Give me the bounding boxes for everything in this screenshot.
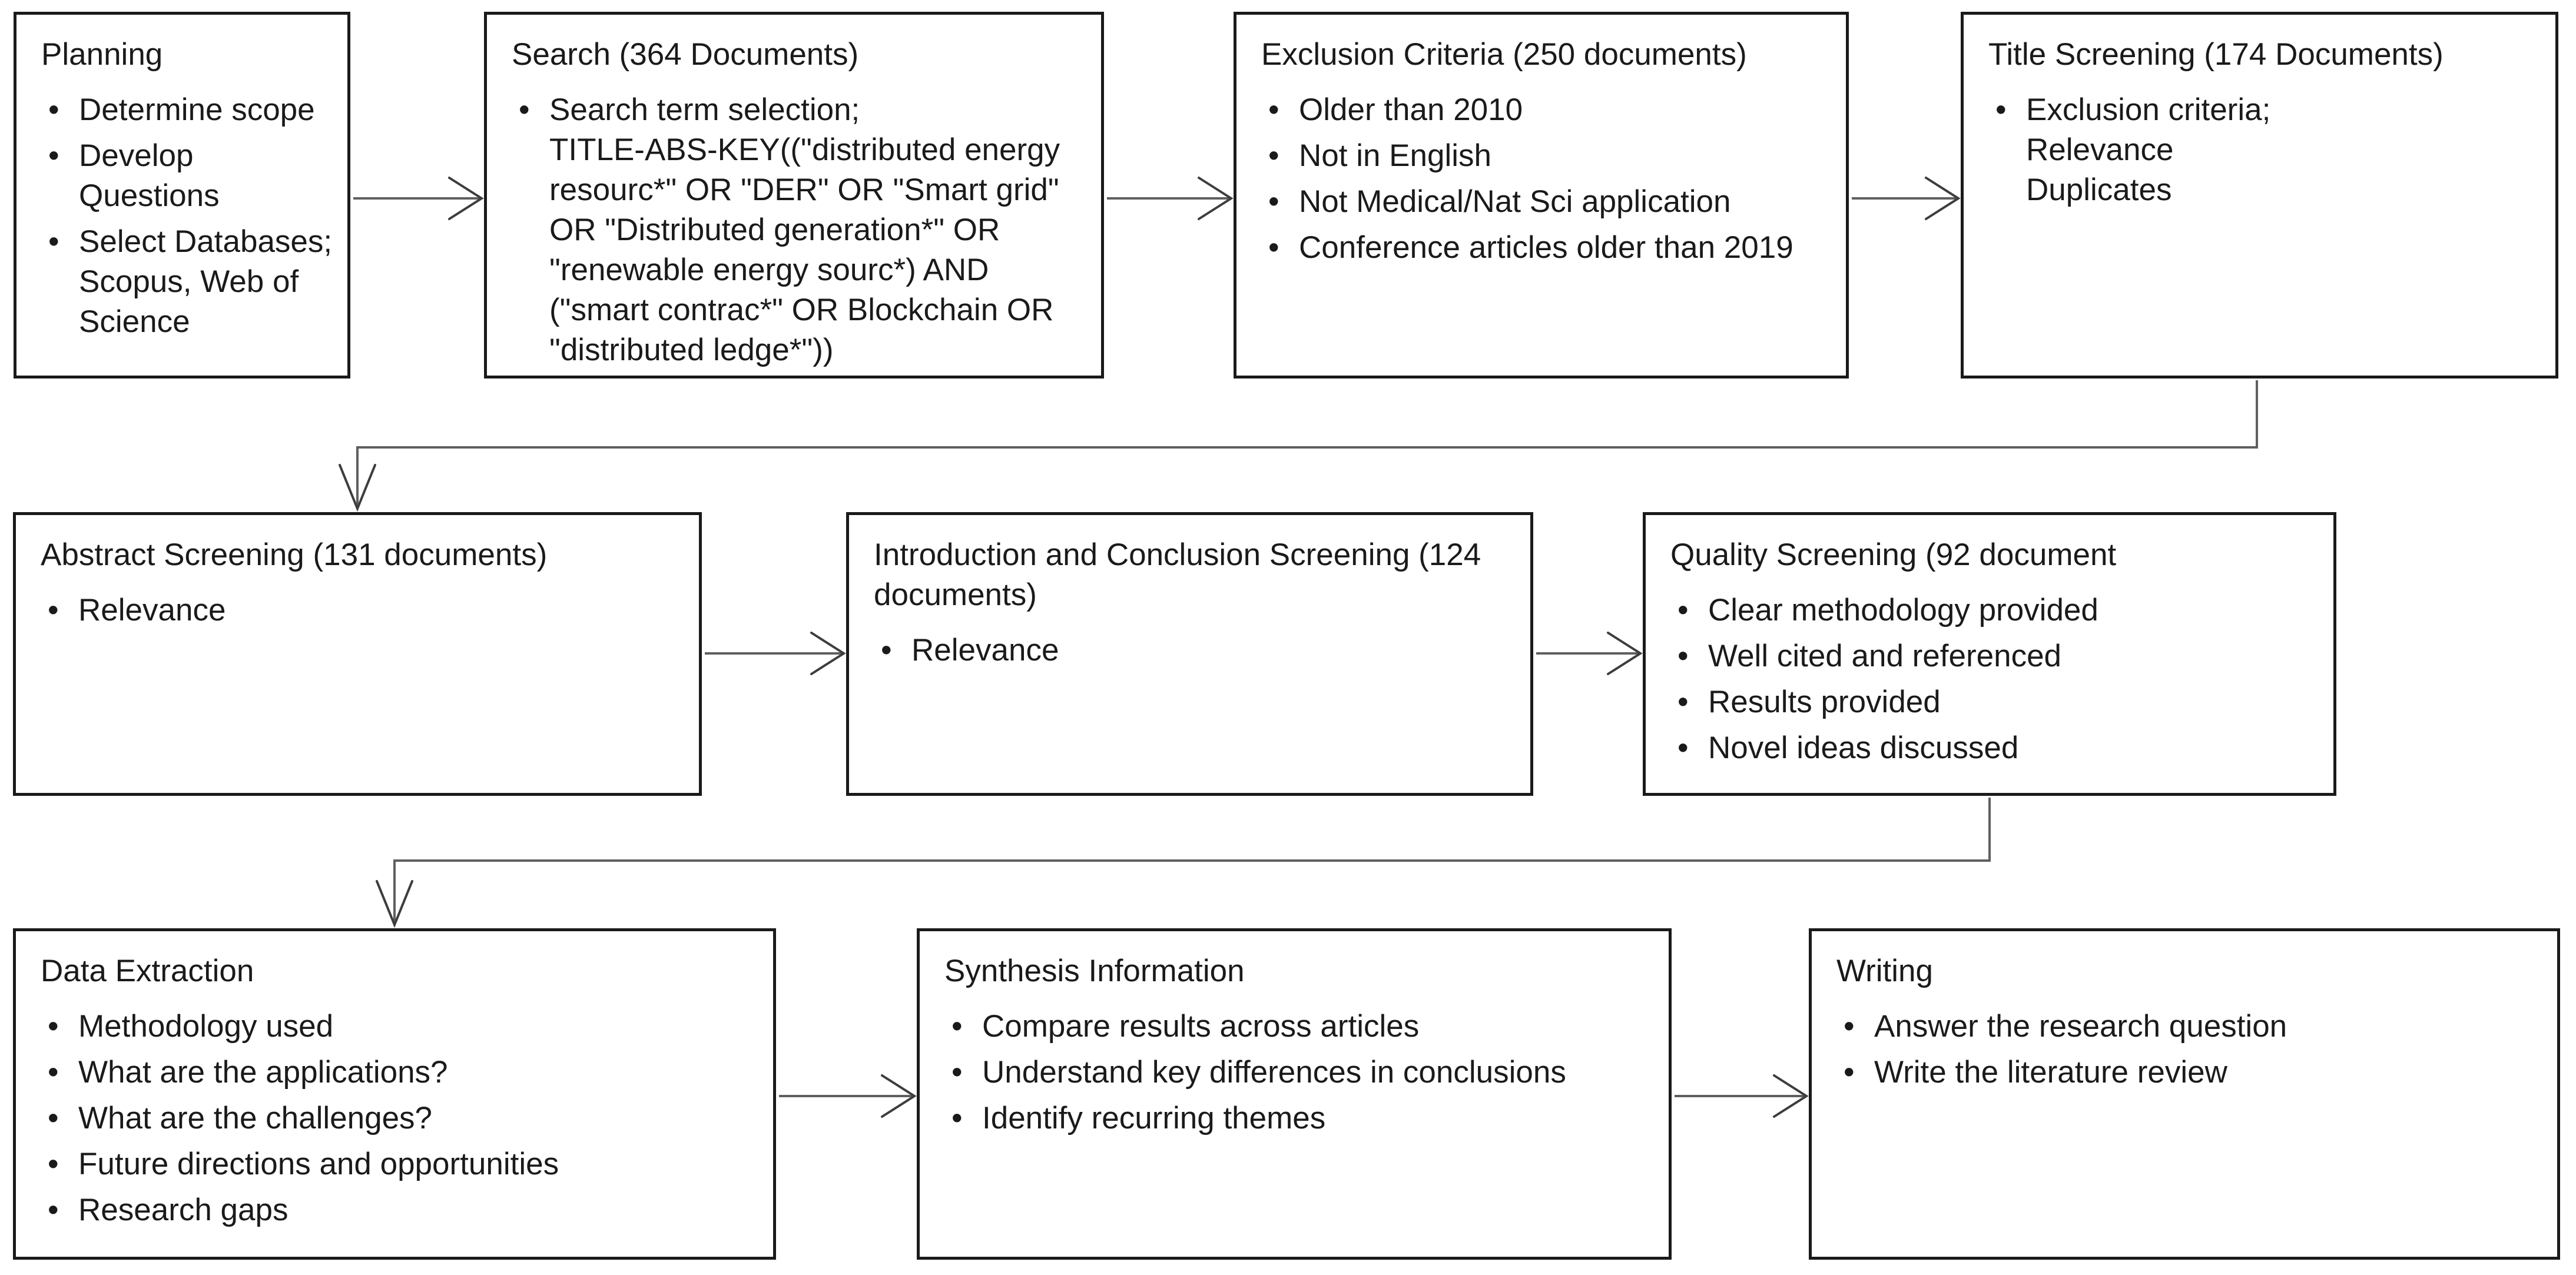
bullet-item: Select Databases; Scopus, Web of Science (41, 222, 338, 342)
bullet-item: Relevance (874, 630, 1521, 670)
elbow-title-screening-to-abstract-screening (339, 380, 2258, 512)
bullet-item: What are the applications? (41, 1052, 764, 1093)
box-writing-title: Writing (1836, 954, 1933, 988)
bullet-item: Search term selection; TITLE-ABS-KEY(("d… (512, 90, 1092, 370)
bullet-item: Identify recurring themes (944, 1098, 1659, 1138)
box-data-extraction-title: Data Extraction (41, 954, 254, 988)
box-introduction-conclusion-screening: Introduction and Conclusion Screening (1… (846, 512, 1533, 796)
box-data-extraction-bullets: Methodology usedWhat are the application… (41, 1007, 764, 1230)
box-synthesis-title: Synthesis Information (944, 954, 1245, 988)
bullet-item: Methodology used (41, 1007, 764, 1047)
bullet-item: Future directions and opportunities (41, 1144, 764, 1184)
bullet-item: Answer the research question (1836, 1007, 2548, 1047)
box-synthesis-information: Synthesis Information Compare results ac… (917, 928, 1672, 1260)
box-exclusion-title: Exclusion Criteria (250 documents) (1261, 37, 1747, 72)
bullet-item: Results provided (1670, 682, 2324, 722)
bullet-item: Determine scope (41, 90, 338, 130)
box-intro-bullets: Relevance (874, 630, 1521, 670)
bullet-item: Well cited and referenced (1670, 636, 2324, 676)
box-exclusion-bullets: Older than 2010Not in EnglishNot Medical… (1261, 90, 1836, 268)
box-writing-bullets: Answer the research questionWrite the li… (1836, 1007, 2548, 1093)
box-abstract-title: Abstract Screening (131 documents) (41, 537, 548, 572)
arrow-intro-to-quality (1536, 632, 1643, 675)
box-search-title: Search (364 Documents) (512, 37, 859, 72)
bullet-item: Older than 2010 (1261, 90, 1836, 130)
box-planning-bullets: Determine scopeDevelop QuestionsSelect D… (41, 90, 338, 342)
box-quality-title: Quality Screening (92 document (1670, 537, 2117, 572)
box-writing: Writing Answer the research questionWrit… (1809, 928, 2560, 1260)
bullet-item: What are the challenges? (41, 1098, 764, 1138)
bullet-item: Understand key differences in conclusion… (944, 1052, 1659, 1093)
box-title-screening: Title Screening (174 Documents) Exclusio… (1961, 12, 2558, 378)
box-abstract-bullets: Relevance (41, 590, 689, 630)
bullet-item: Compare results across articles (944, 1007, 1659, 1047)
bullet-item: Conference articles older than 2019 (1261, 228, 1836, 268)
arrow-exclusion-to-title-screening (1852, 177, 1961, 220)
box-abstract-screening: Abstract Screening (131 documents) Relev… (13, 512, 702, 796)
arrow-abstract-to-intro (705, 632, 846, 675)
bullet-item: Not Medical/Nat Sci application (1261, 182, 1836, 222)
bullet-item: Relevance (41, 590, 689, 630)
bullet-item: Write the literature review (1836, 1052, 2548, 1093)
box-exclusion-criteria: Exclusion Criteria (250 documents) Older… (1234, 12, 1849, 378)
arrow-search-to-exclusion (1107, 177, 1234, 220)
bullet-item: Clear methodology provided (1670, 590, 2324, 630)
box-planning-title: Planning (41, 37, 163, 72)
box-quality-screening: Quality Screening (92 document Clear met… (1643, 512, 2336, 796)
bullet-item: Develop Questions (41, 136, 338, 216)
arrow-synthesis-to-writing (1675, 1074, 1809, 1118)
bullet-item: Research gaps (41, 1190, 764, 1230)
elbow-quality-screening-to-data-extraction (376, 798, 1991, 928)
arrow-planning-to-search (353, 177, 484, 220)
arrow-data-extraction-to-synthesis (779, 1074, 917, 1118)
box-data-extraction: Data Extraction Methodology usedWhat are… (13, 928, 776, 1260)
box-search-bullets: Search term selection; TITLE-ABS-KEY(("d… (512, 90, 1092, 370)
box-planning: Planning Determine scopeDevelop Question… (14, 12, 350, 378)
box-title-screening-bullets: Exclusion criteria; Relevance Duplicates (1988, 90, 2546, 210)
bullet-item: Exclusion criteria; Relevance Duplicates (1988, 90, 2546, 210)
box-search: Search (364 Documents) Search term selec… (484, 12, 1104, 378)
box-synthesis-bullets: Compare results across articlesUnderstan… (944, 1007, 1659, 1138)
box-intro-title: Introduction and Conclusion Screening (1… (874, 537, 1481, 612)
box-quality-bullets: Clear methodology providedWell cited and… (1670, 590, 2324, 768)
box-title-screening-title: Title Screening (174 Documents) (1988, 37, 2444, 72)
bullet-item: Novel ideas discussed (1670, 728, 2324, 768)
bullet-item: Not in English (1261, 136, 1836, 176)
